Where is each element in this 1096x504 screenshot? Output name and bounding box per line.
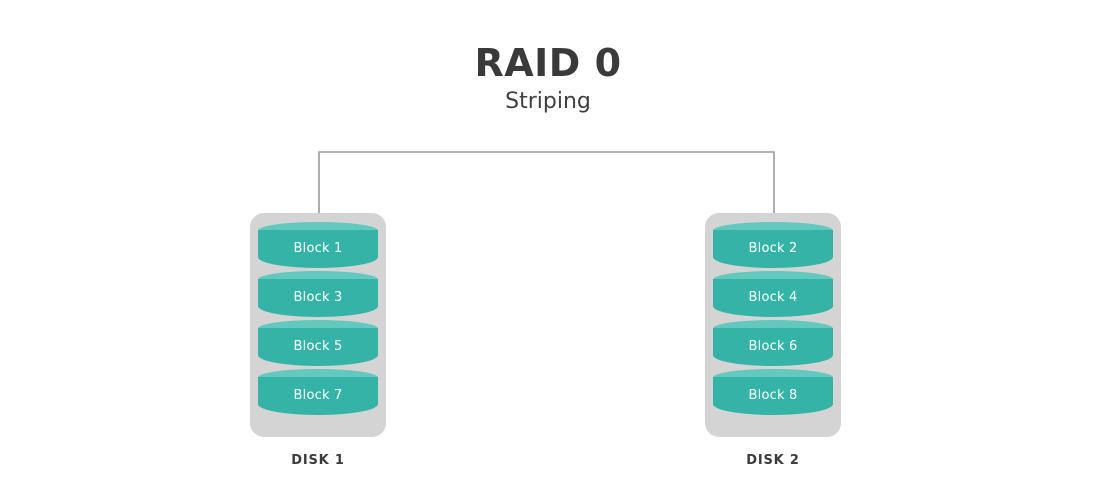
- block-stack-2: Block 2 Block 4 Block 6 Block 8: [713, 222, 833, 428]
- disk-block[interactable]: Block 1: [258, 222, 378, 268]
- cylinder-body: [258, 230, 378, 268]
- cylinder-body: [713, 279, 833, 317]
- block-label: Block 6: [748, 339, 798, 354]
- disk-unit-2: Block 2 Block 4 Block 6 Block 8: [705, 213, 841, 468]
- block-stack-1: Block 1 Block 3 Block 5 Block 7: [258, 222, 378, 428]
- page-subtitle: Striping: [505, 88, 591, 114]
- block-label: Block 2: [748, 241, 798, 256]
- disk-casing-2: Block 2 Block 4 Block 6 Block 8: [705, 213, 841, 437]
- disk-block[interactable]: Block 4: [713, 271, 833, 317]
- cylinder-body: [258, 377, 378, 415]
- block-label: Block 5: [293, 339, 343, 354]
- cylinder-body: [258, 279, 378, 317]
- disk-block[interactable]: Block 2: [713, 222, 833, 268]
- cylinder-body: [713, 377, 833, 415]
- block-label: Block 8: [748, 388, 798, 403]
- cylinder-body: [258, 328, 378, 366]
- disk-unit-1: Block 1 Block 3 Block 5 Block 7: [250, 213, 386, 468]
- disk-block[interactable]: Block 6: [713, 320, 833, 366]
- cylinder-body: [713, 328, 833, 366]
- disk-caption-1: DISK 1: [291, 453, 345, 468]
- block-label: Block 7: [293, 388, 343, 403]
- block-label: Block 3: [293, 290, 343, 305]
- page-title: RAID 0: [474, 41, 622, 85]
- block-label: Block 1: [293, 241, 343, 256]
- block-label: Block 4: [748, 290, 798, 305]
- diagram-title-block: RAID 0 Striping: [0, 41, 1096, 114]
- disk-block[interactable]: Block 7: [258, 369, 378, 415]
- disk-block[interactable]: Block 5: [258, 320, 378, 366]
- disk-block[interactable]: Block 8: [713, 369, 833, 415]
- disk-casing-1: Block 1 Block 3 Block 5 Block 7: [250, 213, 386, 437]
- cylinder-body: [713, 230, 833, 268]
- disk-block[interactable]: Block 3: [258, 271, 378, 317]
- disk-caption-2: DISK 2: [746, 453, 800, 468]
